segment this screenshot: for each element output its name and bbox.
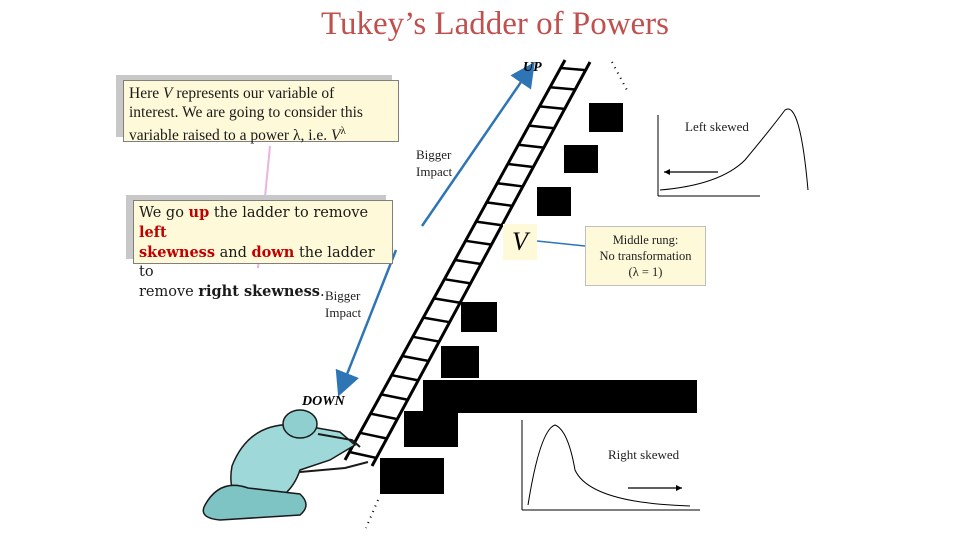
stair-block bbox=[589, 103, 623, 132]
down-label: DOWN bbox=[302, 394, 345, 409]
ladder-rung bbox=[444, 277, 471, 285]
ladder-rung bbox=[423, 316, 450, 324]
stair-block bbox=[537, 187, 571, 216]
right-skewed-label: Right skewed bbox=[608, 447, 680, 462]
ladder-rung bbox=[518, 143, 544, 149]
right-skewed-plot bbox=[521, 420, 700, 511]
person-clipart bbox=[202, 409, 369, 521]
stair-block bbox=[380, 458, 444, 494]
left-skewed-plot bbox=[657, 108, 809, 197]
stair-block bbox=[461, 302, 497, 332]
v-symbol: V bbox=[503, 224, 537, 260]
ladder-rung bbox=[560, 66, 586, 72]
ladder-rung bbox=[380, 393, 408, 401]
stair-block bbox=[404, 411, 458, 447]
ladder-rung bbox=[391, 373, 419, 382]
variable-explanation-box: Here V represents our variable of intere… bbox=[123, 80, 399, 144]
ladder-rung bbox=[370, 412, 398, 421]
v-pointer bbox=[536, 240, 586, 247]
middle-rung-callout: Middle rung: No transformation (λ = 1) bbox=[585, 226, 706, 286]
continuation-dots-top bbox=[611, 61, 629, 93]
left-skewed-label: Left skewed bbox=[685, 119, 749, 134]
stair-block bbox=[423, 380, 697, 413]
ladder-rung bbox=[401, 354, 429, 363]
stair-block bbox=[564, 145, 598, 173]
ladder-rung bbox=[349, 450, 377, 460]
ladder-rung bbox=[528, 124, 555, 130]
ladder-rung bbox=[497, 181, 524, 188]
ladder-rung bbox=[359, 431, 388, 440]
ladder-rung bbox=[507, 162, 534, 169]
ladder-rung bbox=[539, 105, 565, 111]
down-arrow bbox=[335, 249, 398, 397]
up-label: UP bbox=[523, 60, 542, 75]
direction-explanation-box: We go up the ladder to remove left skewn… bbox=[133, 200, 393, 300]
stair-block bbox=[441, 346, 479, 378]
continuation-dots-bottom bbox=[365, 499, 379, 529]
ladder-rung bbox=[486, 201, 513, 208]
ladder-rung bbox=[412, 335, 440, 343]
ladder-rung bbox=[454, 258, 482, 266]
ladder-rung bbox=[549, 85, 576, 91]
ladder-rung bbox=[433, 297, 461, 305]
ladder-rung bbox=[465, 239, 492, 246]
slide-title: Tukey’s Ladder of Powers bbox=[321, 6, 669, 42]
ladder-rung bbox=[475, 220, 503, 227]
up-arrow bbox=[420, 61, 535, 227]
